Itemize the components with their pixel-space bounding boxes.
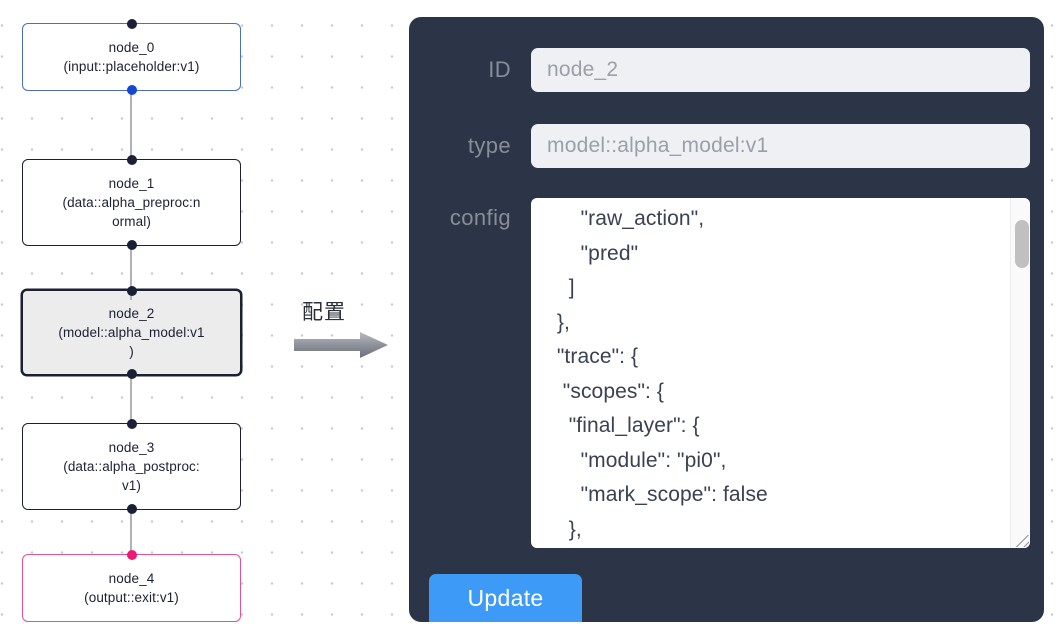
arrow-icon (294, 332, 389, 363)
edge-node1-node2 (130, 245, 132, 300)
type-field-control (531, 124, 1030, 168)
type-input[interactable] (531, 124, 1030, 168)
flow-node-label: node_2 (model::alpha_model:v1 ) (58, 306, 205, 359)
resize-handle-icon[interactable] (1011, 529, 1029, 547)
flow-node-node_2[interactable]: node_2 (model::alpha_model:v1 ) (21, 286, 242, 379)
config-field-label: config (449, 205, 511, 230)
flow-node-label: node_3 (data::alpha_postproc: v1) (63, 440, 200, 493)
arrow-label: 配置 (302, 300, 346, 324)
config-scrollbar-track[interactable] (1010, 198, 1030, 548)
node-handle-top[interactable] (126, 155, 137, 165)
flow-node-node_1[interactable]: node_1 (data::alpha_preproc:n ormal) (22, 155, 241, 250)
node-handle-bottom[interactable] (126, 369, 137, 379)
config-scrollbar-thumb[interactable] (1015, 220, 1029, 268)
edge-node3-node4 (130, 510, 132, 555)
node-handle-bottom[interactable] (126, 504, 137, 514)
node-handle-top[interactable] (126, 19, 137, 29)
edge-node2-node3 (130, 375, 132, 422)
flow-node-node_4[interactable]: node_4 (output::exit:v1) (22, 550, 241, 622)
flow-node-label: node_0 (input::placeholder:v1) (63, 40, 200, 74)
update-button[interactable]: Update (429, 574, 582, 622)
flow-node-label: node_4 (output::exit:v1) (84, 571, 179, 605)
node-config-panel: ID type config "raw_action", "pred" ] },… (409, 17, 1044, 622)
config-textarea[interactable]: "raw_action", "pred" ] }, "trace": { "sc… (556, 207, 768, 541)
node-handle-bottom[interactable] (126, 85, 137, 95)
transition-arrow-group: 配置 (294, 296, 399, 358)
edge-node0-node1 (130, 90, 132, 159)
node-handle-top[interactable] (126, 419, 137, 429)
id-input[interactable] (531, 48, 1030, 92)
node-handle-bottom[interactable] (126, 240, 137, 250)
id-field-control (531, 48, 1030, 92)
node-handle-top[interactable] (126, 286, 137, 296)
field-row-type: type (409, 124, 1044, 168)
config-textarea-wrapper[interactable]: "raw_action", "pred" ] }, "trace": { "sc… (531, 198, 1030, 548)
node-handle-top[interactable] (126, 550, 137, 560)
flow-node-node_0[interactable]: node_0 (input::placeholder:v1) (22, 19, 241, 95)
id-field-label: ID (488, 57, 511, 82)
field-row-config: config "raw_action", "pred" ] }, "trace"… (409, 198, 1044, 548)
flow-node-node_3[interactable]: node_3 (data::alpha_postproc: v1) (22, 419, 241, 514)
type-field-label: type (467, 133, 511, 158)
field-row-id: ID (409, 48, 1044, 92)
config-field-control: "raw_action", "pred" ] }, "trace": { "sc… (531, 198, 1030, 548)
flow-node-label: node_1 (data::alpha_preproc:n ormal) (62, 176, 201, 229)
page-bottom-strip (0, 622, 1062, 643)
